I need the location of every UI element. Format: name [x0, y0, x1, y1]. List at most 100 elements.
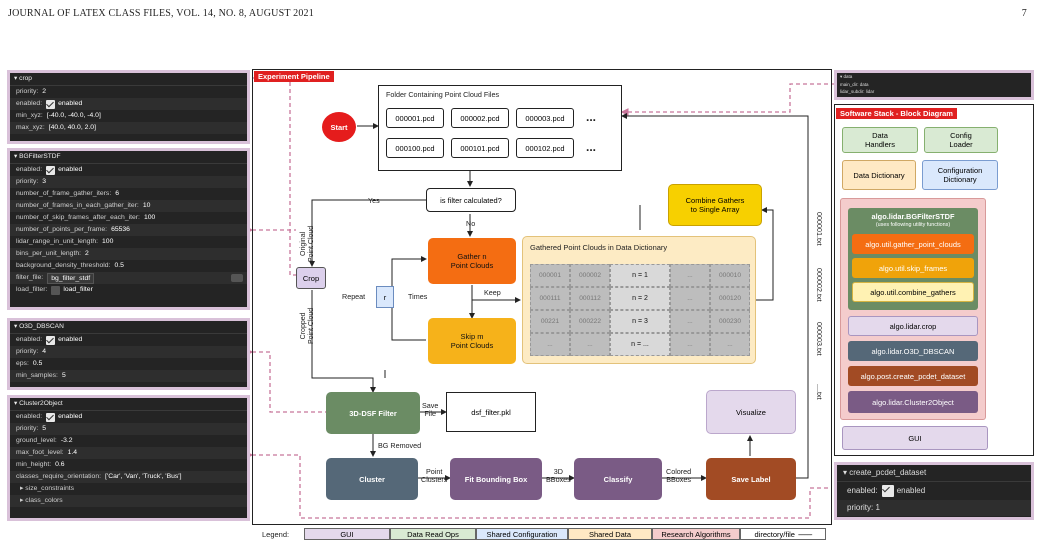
start-node: Start [322, 112, 356, 142]
size-constraints-expander[interactable]: ▸ size_constraints [20, 485, 75, 492]
legend-file: directory/file--------- [740, 528, 826, 540]
bg-row-key: load_filter: [16, 286, 48, 293]
bg-row-key: number_of_frames_in_each_gather_iter: [16, 202, 139, 209]
cluster2object-panel: ▾ Cluster2Object enabled:enabled priorit… [7, 395, 250, 521]
bg-row-value[interactable]: 6 [115, 190, 119, 197]
combine-node: Combine Gathers to Single Array [668, 184, 762, 226]
crop-priority-value[interactable]: 2 [42, 88, 47, 95]
c2o-row-value[interactable]: 0.6 [55, 461, 65, 468]
bg-row-key: number_of_points_per_frame: [16, 226, 108, 233]
grid-cell: ... [670, 310, 710, 333]
save-file-label: Save File [422, 401, 439, 418]
data-row-value[interactable]: data [859, 82, 869, 87]
legend-config: Shared Configuration [476, 528, 568, 540]
c2o-row-key: classes_require_orientation: [16, 473, 102, 480]
o3d-row-value[interactable]: 5 [61, 372, 66, 379]
checkbox-icon[interactable] [46, 412, 56, 422]
keep-label: Keep [484, 288, 501, 297]
data-dictionary-node: Data Dictionary [842, 160, 916, 190]
crop-module: algo.lidar.crop [848, 316, 978, 336]
gui-module: GUI [842, 426, 988, 450]
bgfilter-subtitle: (uses following utility functions) [875, 222, 951, 228]
decision-node: is filter calculated? [426, 188, 516, 212]
config-loader-node: Config Loader [924, 127, 998, 153]
pcd-file: 000102.pcd [516, 138, 574, 158]
checkbox-icon[interactable] [881, 485, 894, 497]
o3d-link [245, 348, 326, 413]
grid-cell: n = ... [610, 333, 670, 356]
o3d-row-value[interactable]: 4 [42, 348, 47, 355]
crop-enabled-key: enabled: [16, 100, 43, 107]
data-panel: ▾ data main_dir: data lidar_subdir: lida… [834, 70, 1034, 100]
bg-row-key: bins_per_unit_length: [16, 250, 81, 257]
c2o-row-key: enabled: [16, 413, 43, 420]
browse-button[interactable] [231, 274, 243, 282]
visualize-node: Visualize [706, 390, 796, 434]
checkbox-icon[interactable] [51, 285, 61, 295]
c2o-row-value[interactable]: 1.4 [67, 449, 78, 456]
o3d-panel-title[interactable]: ▾ O3D_DBSCAN [10, 321, 247, 334]
bg-row-value[interactable]: 10 [142, 202, 151, 209]
o3d-panel: ▾ O3D_DBSCAN enabled:enabled priority:4 … [7, 318, 250, 390]
pcdet-module: algo.post.create_pcdet_dataset [848, 366, 978, 386]
grid-cell: 000111 [530, 287, 570, 310]
checkbox-icon[interactable] [46, 99, 56, 109]
bg-row-value[interactable]: 2 [85, 250, 89, 257]
bg-row-value[interactable]: 65536 [111, 226, 130, 233]
cpd-priority-value[interactable]: 1 [875, 503, 880, 512]
ellipsis: ... [586, 140, 597, 154]
classify-node: Classify [574, 458, 662, 500]
bg-row-value[interactable]: 3 [42, 178, 47, 185]
grid-cell: 000002 [570, 264, 610, 287]
crop-panel: ▾ crop priority:2 enabled:enabled min_xy… [7, 70, 250, 144]
bg-row-key: priority: [16, 178, 39, 185]
legend-file-label: directory/file [754, 529, 795, 539]
legend-label: Legend: [262, 530, 290, 539]
bgfilter-panel: ▾ BGFilterSTDF enabled:enabled priority:… [7, 148, 250, 310]
bg-row-value: load_filter [63, 286, 93, 293]
bg-row-key: enabled: [16, 166, 43, 173]
create-pcdet-title[interactable]: ▾ create_pcdet_dataset [837, 465, 1031, 482]
bgfilter-panel-title[interactable]: ▾ BGFilterSTDF [10, 151, 247, 164]
data-panel-title[interactable]: ▾ data [840, 74, 853, 79]
dashed-line-icon: --------- [797, 529, 813, 539]
bg-row-value[interactable]: 100 [102, 238, 114, 245]
grid-cell: 000120 [710, 287, 750, 310]
class-colors-expander[interactable]: ▸ class_colors [20, 497, 63, 504]
fit-bbox-node: Fit Bounding Box [450, 458, 542, 500]
data-row-key: lidar_subdir: [840, 89, 865, 94]
o3d-row-key: priority: [16, 348, 39, 355]
c2o-row-value[interactable]: ['Car', 'Van', 'Truck', 'Bus'] [105, 473, 182, 480]
bg-row-value[interactable]: 0.5 [114, 262, 124, 269]
crop-max-value[interactable]: [40.0, 40.0, 2.0] [48, 124, 96, 131]
gathered-title: Gathered Point Clouds in Data Dictionary [530, 243, 668, 252]
pipeline-tag: Experiment Pipeline [254, 71, 334, 82]
bg-row-key: number_of_frame_gather_iters: [16, 190, 112, 197]
ellipsis: ... [586, 110, 597, 124]
checkbox-icon[interactable] [46, 335, 56, 345]
util-skip-node: algo.util.skip_frames [852, 258, 974, 278]
grid-cell: 000112 [570, 287, 610, 310]
repeat-label: Repeat [342, 292, 366, 301]
r-node: r [376, 286, 394, 308]
gather-node: Gather n Point Clouds [428, 238, 516, 284]
o3d-row-value: enabled [58, 336, 83, 343]
c2o-row-value[interactable]: -3.2 [60, 437, 73, 444]
o3d-row-value[interactable]: 0.5 [32, 360, 43, 367]
bg-row-key: background_density_threshold: [16, 262, 111, 269]
pcd-file: 000002.pcd [451, 108, 509, 128]
bg-row-value[interactable]: 100 [143, 214, 156, 221]
checkbox-icon[interactable] [46, 165, 56, 175]
data-row-value[interactable]: lidar [865, 89, 875, 94]
o3d-row-key: eps: [16, 360, 29, 367]
c2o-row-value[interactable]: 5 [42, 425, 47, 432]
crop-min-value[interactable]: [-40.0, -40.0, -4.0] [46, 112, 101, 119]
filter-file-input[interactable]: bg_filter_stdf [47, 272, 95, 284]
c2o-panel-title[interactable]: ▾ Cluster2Object [10, 398, 247, 411]
colored-bboxes-label: Colored BBoxes [666, 467, 692, 484]
crop-panel-title[interactable]: ▾ crop [10, 73, 247, 86]
bgfilter-title: algo.lidar.BGFilterSTDF [871, 212, 955, 221]
crop-min-key: min_xyz: [16, 112, 43, 119]
c2o-row-key: priority: [16, 425, 39, 432]
